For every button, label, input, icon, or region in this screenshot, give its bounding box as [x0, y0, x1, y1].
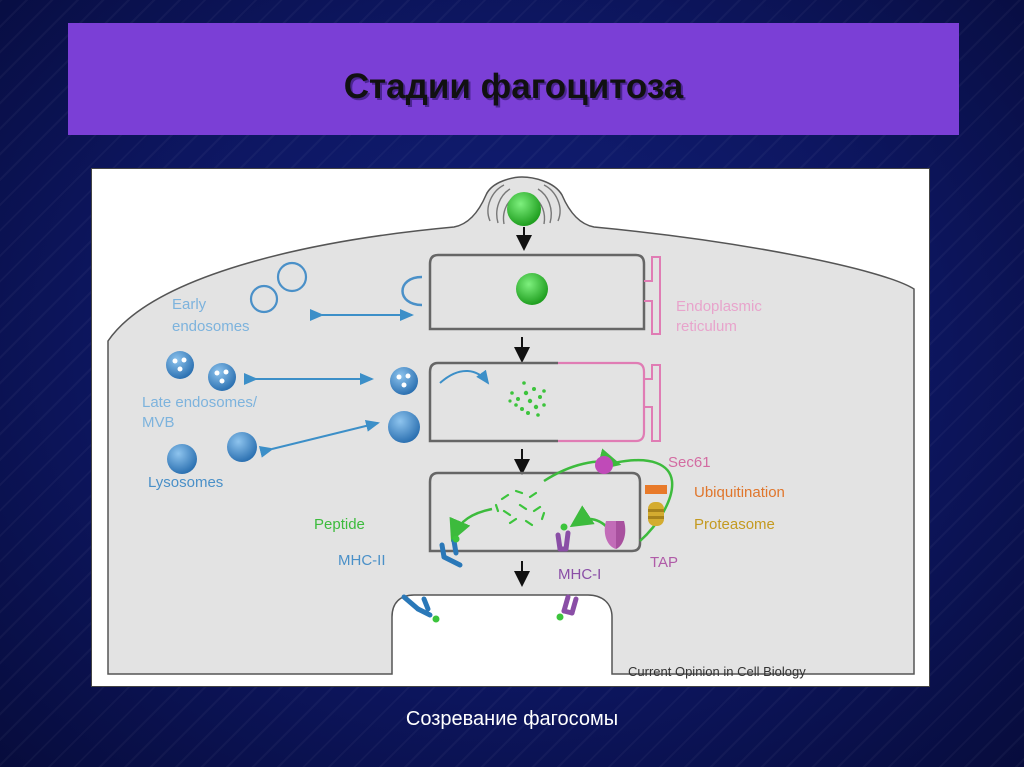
late-phagosome-er: [558, 361, 646, 443]
figure-credit: Current Opinion in Cell Biology: [628, 664, 806, 679]
ubiquitination-mark: [645, 485, 667, 494]
er-contact-2: [644, 364, 661, 442]
lysosome-fusing: [388, 411, 420, 443]
surface-mhc-i-peptide: [556, 613, 564, 621]
mvb-delivery-arrow: [439, 369, 490, 385]
label-early-endosomes-1: Early: [172, 296, 207, 313]
slide-title: Стадии фагоцитоза: [343, 67, 684, 106]
mhc-i-molecule: [555, 530, 571, 552]
label-mhc-ii: MHC-II: [338, 552, 386, 569]
title-bar: Стадии фагоцитоза: [68, 23, 959, 135]
label-ubiquitination: Ubiquitination: [694, 484, 785, 501]
late-endosomes-mvb: [166, 351, 236, 391]
surface-mhc-i: [561, 594, 579, 616]
label-er-2: reticulum: [676, 318, 737, 335]
mhc-ii-peptide: [452, 535, 460, 543]
late-phagosome: [428, 361, 558, 443]
maturation-arrows: [514, 227, 532, 587]
mvb-fusing-vesicles: [396, 373, 411, 388]
tap-transporter: [604, 521, 626, 549]
mhc-i-peptide: [560, 523, 568, 531]
label-tap: TAP: [650, 554, 678, 571]
lysosome-arrow: [258, 420, 380, 458]
phagosome-particle: [516, 273, 548, 305]
proteasome: [648, 502, 664, 526]
processing-phagosome: [428, 471, 642, 553]
phagocytosis-diagram: Early endosomes Endoplasmic reticulum: [91, 168, 930, 687]
sec61-channel: [595, 456, 613, 474]
diagram-canvas: Early endosomes Endoplasmic reticulum: [107, 176, 915, 679]
surface-mhc-ii-peptide: [432, 615, 440, 623]
degrading-particle: [508, 381, 546, 417]
slide-caption: Созревание фагосомы: [405, 708, 619, 730]
label-late-endosomes-1: Late endosomes/: [142, 394, 258, 411]
ingested-particle: [507, 192, 541, 226]
early-endosome-fusion: [401, 275, 423, 307]
label-mhc-i: MHC-I: [558, 566, 601, 583]
early-endosomes: [249, 261, 308, 314]
label-sec61: Sec61: [668, 454, 711, 471]
surface-mhc-ii: [401, 594, 433, 618]
label-late-endosomes-2: MVB: [142, 414, 175, 431]
mvb-fusing: [390, 367, 418, 395]
label-early-endosomes-2: endosomes: [172, 318, 250, 335]
lysosomes: [167, 432, 257, 474]
label-proteasome: Proteasome: [694, 516, 775, 533]
label-lysosomes: Lysosomes: [148, 474, 223, 491]
label-er-1: Endoplasmic: [676, 298, 762, 315]
er-contact-1: [644, 256, 661, 335]
label-peptide: Peptide: [314, 516, 365, 533]
cell-body: [107, 176, 915, 675]
peptide-fragments: [494, 489, 546, 527]
early-phagosome: [428, 253, 646, 331]
peptide-loading-arrow: [449, 507, 493, 542]
mhc-ii-molecule: [439, 538, 463, 568]
